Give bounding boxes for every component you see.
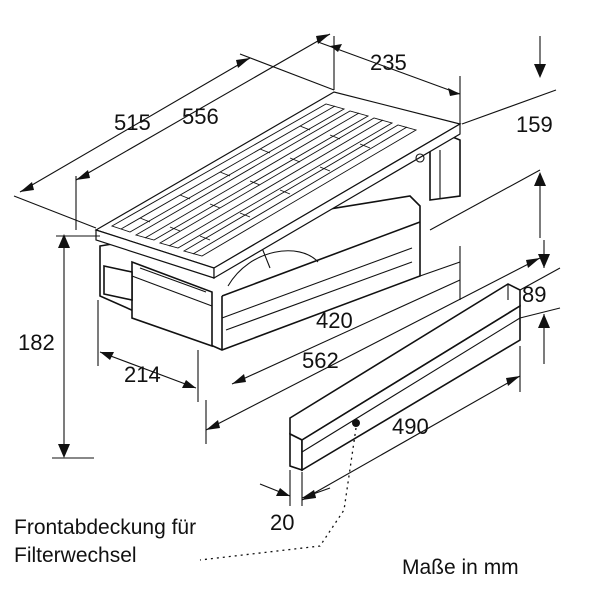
grill-slots	[110, 103, 418, 257]
dim-515: 515	[114, 110, 151, 135]
dim-562: 562	[302, 348, 339, 373]
grill-plate	[94, 91, 462, 280]
dim-89: 89	[522, 282, 546, 307]
marker-dot	[352, 419, 360, 427]
units-note: Maße in mm	[402, 556, 519, 579]
dim-159: 159	[516, 112, 553, 137]
dim-235: 235	[370, 50, 407, 75]
dim-214: 214	[124, 362, 161, 387]
dim-490: 490	[392, 414, 429, 439]
front-cover-label-line1: Frontabdeckung für	[14, 516, 196, 539]
dimension-lines	[13, 33, 561, 561]
dim-20: 20	[270, 510, 294, 535]
dimension-labels: 515 556 235 159 182 420 214 562 89 490 2…	[18, 50, 553, 535]
front-cover-label-line2: Filterwechsel	[14, 544, 137, 567]
notes: Frontabdeckung für Filterwechsel Maße in…	[14, 516, 519, 579]
dim-556: 556	[182, 104, 219, 129]
dim-182: 182	[18, 330, 55, 355]
dim-420: 420	[316, 308, 353, 333]
leader-line	[199, 427, 357, 561]
